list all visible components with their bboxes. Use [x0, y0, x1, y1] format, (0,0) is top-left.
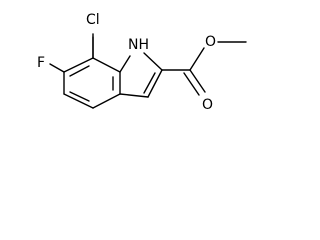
bond-c-o-double-2 [183, 72, 200, 96]
bond-c2-c3 [147, 69, 163, 98]
bond-c3-c3a [119, 93, 149, 98]
bond-c-o-double-1 [189, 69, 206, 93]
bond-inner-3 [69, 65, 90, 77]
bond-c4-c5 [92, 93, 121, 109]
atom-label-cl: Cl [86, 12, 100, 28]
chemical-structure: Cl F NH O O [37, 12, 247, 113]
atom-label-o-carbonyl: O [202, 97, 213, 113]
bond-inner-2 [69, 91, 90, 102]
atom-label-f: F [37, 55, 45, 71]
bond-c7a-n [119, 55, 131, 73]
bond-c2-c3-inner [143, 72, 156, 94]
atom-label-nh: NH [128, 37, 149, 53]
bond-n-c2 [143, 52, 163, 71]
bond-c7-c7x [63, 57, 94, 73]
atom-label-o-ester: O [205, 34, 216, 50]
bond-c5-c6 [63, 93, 94, 109]
bond-c6-f [49, 63, 65, 73]
bond-c-o-single [189, 47, 205, 71]
bond-c7a-c3a [92, 57, 121, 73]
